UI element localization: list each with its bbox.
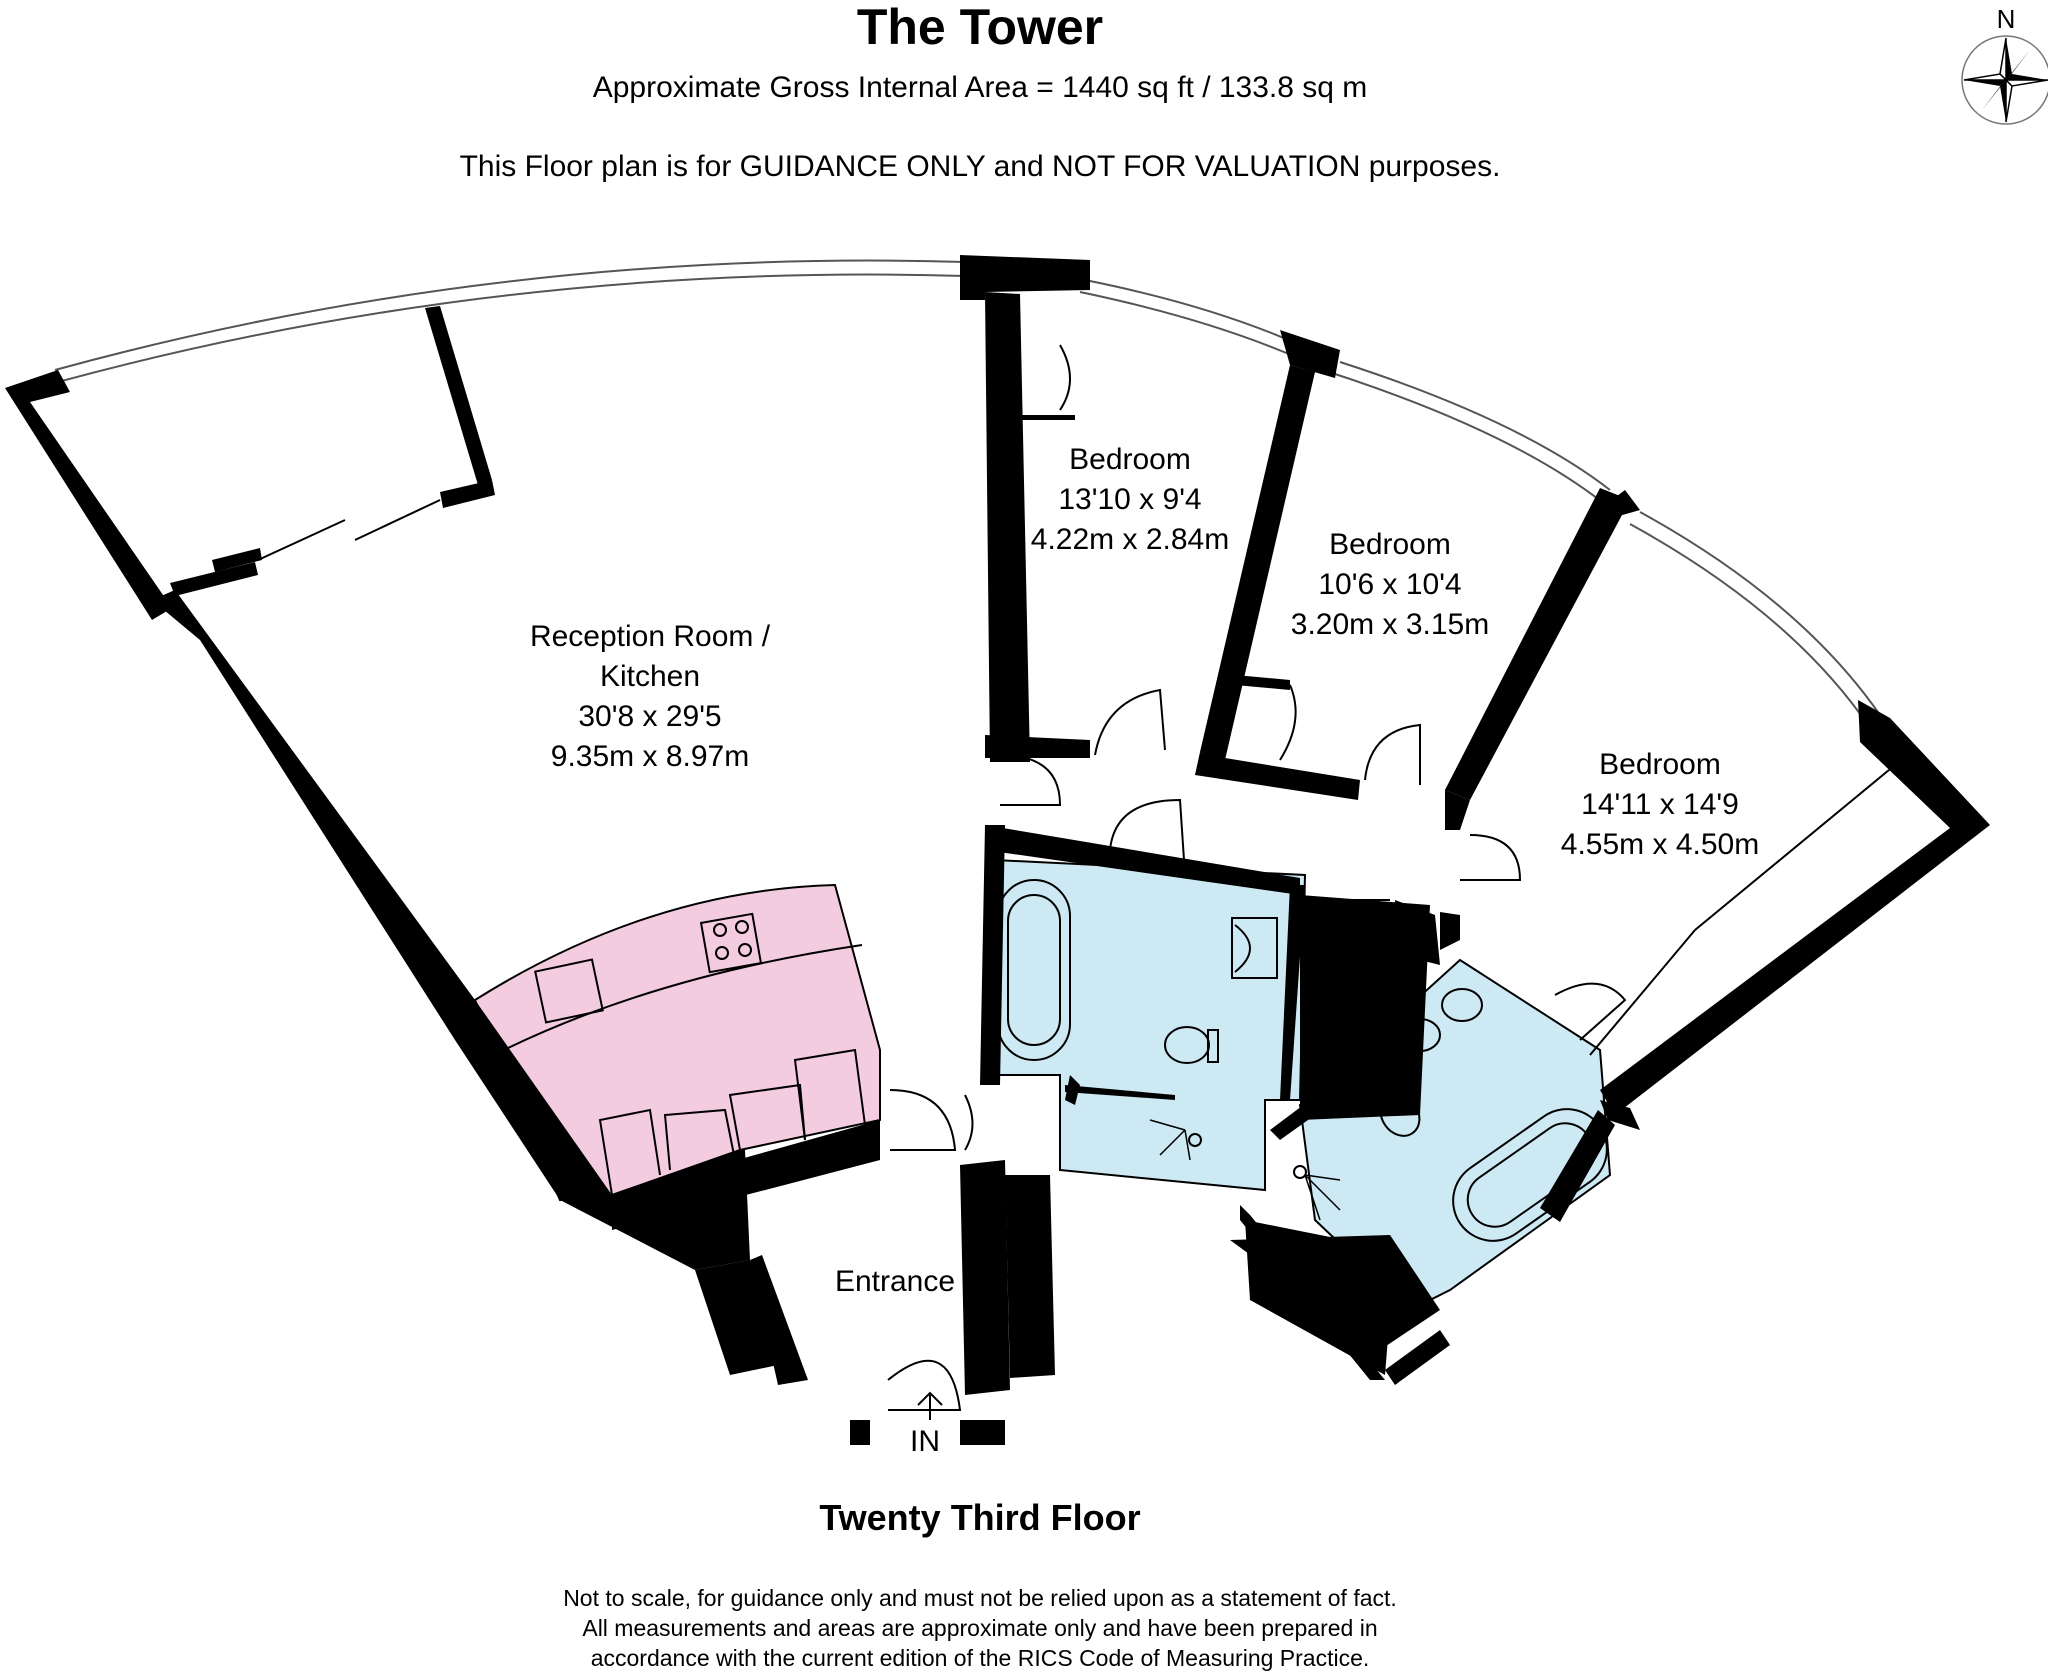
window-frontage xyxy=(54,259,1881,726)
gross-internal-area: Approximate Gross Internal Area = 1440 s… xyxy=(592,71,1368,104)
room-reception-kitchen: Reception Room / Kitchen 30'8 x 29'5 9.3… xyxy=(450,617,850,777)
door-swings xyxy=(887,344,1627,1411)
entry-arrow-icon xyxy=(917,1391,943,1420)
room-bedroom-2: Bedroom 10'6 x 10'4 3.20m x 3.15m xyxy=(1240,525,1540,645)
shower-2-icon xyxy=(1293,1165,1341,1221)
bedroom1-metric: 4.22m x 2.84m xyxy=(1030,523,1230,556)
reception-name-line2: Kitchen xyxy=(599,660,701,693)
footer-line-2: All measurements and areas are approxima… xyxy=(582,1615,1378,1641)
kitchen-worktop-edge xyxy=(507,944,863,1049)
room-bedroom-1: Bedroom 13'10 x 9'4 4.22m x 2.84m xyxy=(980,440,1280,560)
bedroom3-name: Bedroom xyxy=(1599,748,1721,781)
footer-line-3: accordance with the current edition of t… xyxy=(590,1645,1370,1671)
bathroom-1-area xyxy=(994,858,1307,1192)
guidance-disclaimer: This Floor plan is for GUIDANCE ONLY and… xyxy=(459,150,1501,183)
reception-name-line1: Reception Room / xyxy=(529,620,771,653)
entrance-name: Entrance xyxy=(834,1265,956,1298)
bedroom2-imperial: 10'6 x 10'4 xyxy=(1318,568,1462,601)
footer-line-1: Not to scale, for guidance only and must… xyxy=(563,1585,1397,1611)
bedroom1-name: Bedroom xyxy=(1069,443,1191,476)
shower-1-icon xyxy=(1149,1119,1202,1161)
sliding-doors xyxy=(257,499,1896,1056)
bedroom1-imperial: 13'10 x 9'4 xyxy=(1058,483,1202,516)
basin-1-icon xyxy=(1231,917,1278,979)
hob-icon xyxy=(699,912,763,974)
compass-north-label: N xyxy=(1997,4,2016,34)
kitchen-sink-icon xyxy=(534,958,604,1024)
room-bedroom-3: Bedroom 14'11 x 14'9 4.55m x 4.50m xyxy=(1500,745,1820,865)
bedroom3-metric: 4.55m x 4.50m xyxy=(1560,828,1760,861)
wc-1-icon xyxy=(1164,1026,1219,1064)
room-entrance: Entrance xyxy=(800,1262,990,1302)
bedroom3-imperial: 14'11 x 14'9 xyxy=(1581,788,1739,821)
walls xyxy=(5,255,1990,1445)
entry-label: IN xyxy=(910,1425,940,1458)
reception-imperial: 30'8 x 29'5 xyxy=(578,700,722,733)
footer-disclaimer: Not to scale, for guidance only and must… xyxy=(0,1583,1960,1673)
bedroom2-name: Bedroom xyxy=(1329,528,1451,561)
reception-metric: 9.35m x 8.97m xyxy=(550,740,750,773)
plan-title: The Tower xyxy=(856,0,1104,55)
north-compass-icon: N xyxy=(1961,4,2048,125)
bedroom2-metric: 3.20m x 3.15m xyxy=(1290,608,1490,641)
floor-label: Twenty Third Floor xyxy=(819,1497,1141,1538)
